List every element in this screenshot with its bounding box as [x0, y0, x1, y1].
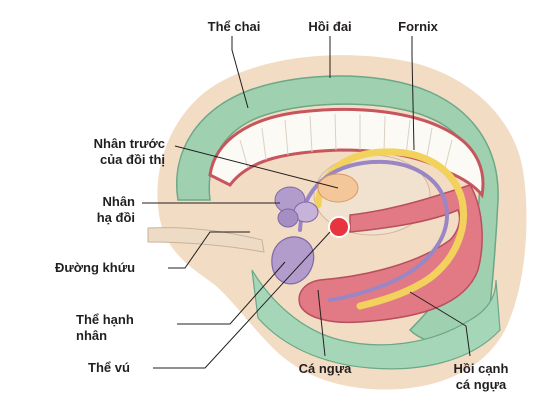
- label-amygdala-line2: nhân: [76, 328, 108, 343]
- fornix: [314, 148, 467, 310]
- label-amygdala-line1: Thể hạnh: [76, 312, 134, 327]
- olfactory-tract: [147, 227, 265, 253]
- label-olfactory-tract: Đường khứu: [55, 260, 136, 275]
- stria-terminalis: [298, 159, 449, 302]
- label-parahippocampal-line2: cá ngựa: [455, 377, 507, 392]
- label-anterior-thalamic-nucleus: Nhân trước của đồi thị: [55, 136, 165, 168]
- leader-lines: [142, 36, 471, 369]
- corpus-callosum: [208, 107, 485, 199]
- label-mammillary-body: Thể vú: [88, 360, 130, 375]
- label-cingulate-gyrus: Hồi đai: [308, 19, 352, 34]
- label-hippocampus: Cá ngựa: [298, 361, 352, 376]
- label-corpus-callosum: Thể chai: [207, 19, 261, 34]
- label-fornix: Fornix: [398, 19, 438, 34]
- label-hypothalamus-line1: Nhân: [102, 194, 136, 209]
- label-hypothalamus-line2: hạ đồi: [96, 210, 135, 225]
- label-amygdala: Thể hạnh nhân: [76, 312, 134, 344]
- label-anterior-thalamic-line2: của đồi thị: [100, 152, 165, 167]
- hippocampus: [298, 184, 483, 324]
- label-parahippocampal-gyrus: Hồi cạnh cá ngựa: [445, 361, 517, 393]
- hypothalamus-nuclei: [274, 186, 319, 228]
- label-parahippocampal-line1: Hồi cạnh: [453, 361, 509, 376]
- amygdala-shape: [271, 236, 315, 285]
- parahippocampal-area: [251, 269, 501, 370]
- label-hypothalamus: Nhân hạ đồi: [55, 194, 135, 226]
- callosum-stripes: [239, 113, 453, 173]
- mammillary-body-shape: [328, 216, 350, 238]
- label-anterior-thalamic-line1: Nhân trước: [93, 136, 165, 151]
